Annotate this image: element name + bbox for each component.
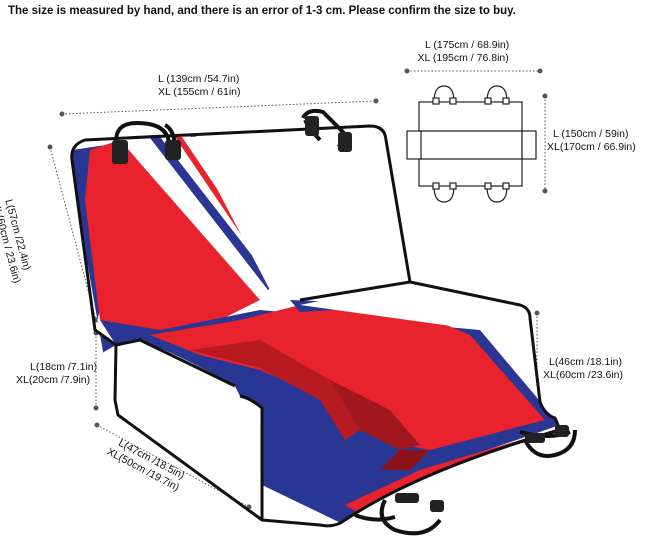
top-width-label: L (139cm /54.7in) XL (155cm / 61in) xyxy=(158,73,241,98)
flat-length-label: L (150cm / 59in) XL(170cm / 66.9in) xyxy=(547,128,636,153)
headrest-buckles xyxy=(112,116,352,164)
flat-layout-diagram xyxy=(406,85,537,203)
flat-width-label: L (175cm / 68.9in) XL (195cm / 76.8in) xyxy=(417,39,510,64)
seat-cover-outline xyxy=(70,124,562,528)
size-notice: The size is measured by hand, and there … xyxy=(8,5,516,17)
bottom-buckles xyxy=(395,425,569,512)
side-height-label: L(46cm /18.1in) XL(60cm /23.6in) xyxy=(543,356,623,381)
flap-height-label: L(18cm /7.1in) XL(20cm /7.9in) xyxy=(16,361,98,386)
